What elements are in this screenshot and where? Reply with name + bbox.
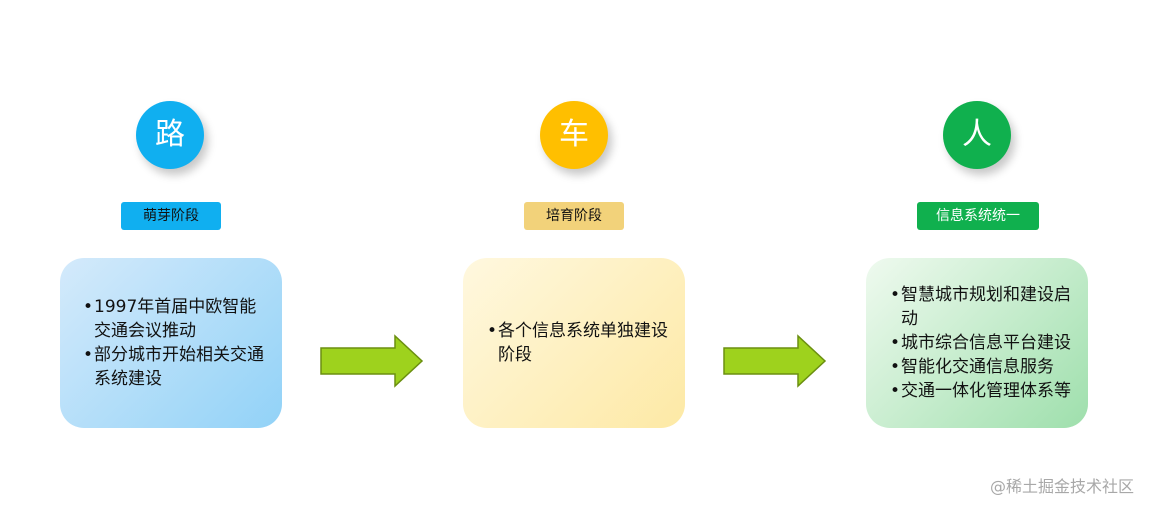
stage-1-item: 1997年首届中欧智能交通会议推动 xyxy=(83,295,270,343)
stage-3-item: 智能化交通信息服务 xyxy=(890,355,1082,379)
stage-1-list: 1997年首届中欧智能交通会议推动 部分城市开始相关交通系统建设 xyxy=(83,295,270,391)
stage-2-card: 各个信息系统单独建设阶段 xyxy=(463,258,685,428)
arrow-right-icon xyxy=(320,334,424,388)
stage-1-circle: 路 xyxy=(136,101,204,169)
stage-3-badge: 信息系统统一 xyxy=(917,202,1039,230)
stage-1-card: 1997年首届中欧智能交通会议推动 部分城市开始相关交通系统建设 xyxy=(60,258,282,428)
stage-1-badge: 萌芽阶段 xyxy=(121,202,221,230)
stage-3-item: 交通一体化管理体系等 xyxy=(890,379,1082,403)
stage-3-card: 智慧城市规划和建设启动 城市综合信息平台建设 智能化交通信息服务 交通一体化管理… xyxy=(866,258,1088,428)
stage-2-list: 各个信息系统单独建设阶段 xyxy=(487,319,671,367)
stage-3-item: 智慧城市规划和建设启动 xyxy=(890,283,1082,331)
stage-2-badge: 培育阶段 xyxy=(524,202,624,230)
stage-1-item: 部分城市开始相关交通系统建设 xyxy=(83,343,270,391)
stage-2-circle: 车 xyxy=(540,101,608,169)
stage-3-circle: 人 xyxy=(943,101,1011,169)
arrow-right-icon xyxy=(723,334,827,388)
stage-2-item: 各个信息系统单独建设阶段 xyxy=(487,319,671,367)
watermark: @稀土掘金技术社区 xyxy=(989,477,1134,496)
stage-3-item: 城市综合信息平台建设 xyxy=(890,331,1082,355)
stage-3-list: 智慧城市规划和建设启动 城市综合信息平台建设 智能化交通信息服务 交通一体化管理… xyxy=(890,283,1082,403)
